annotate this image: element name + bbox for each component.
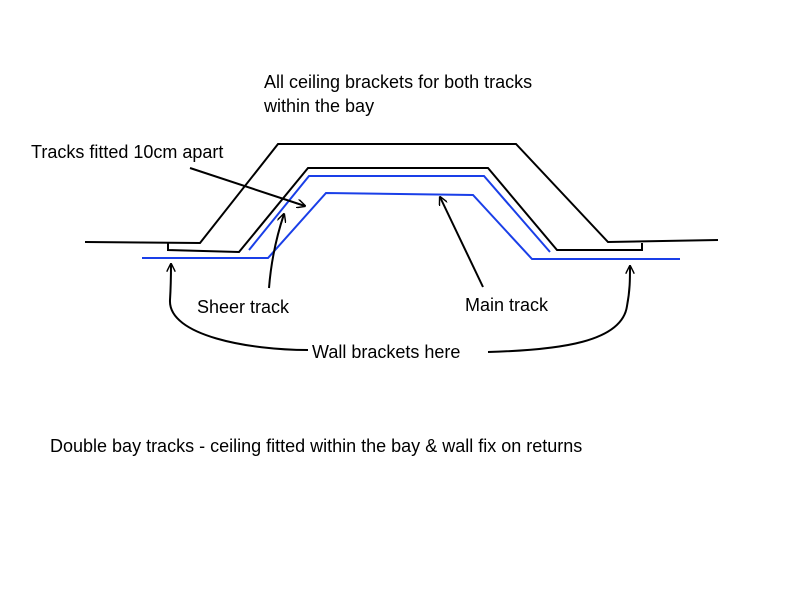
ceiling-brackets-label-line1: All ceiling brackets for both tracks (264, 72, 533, 92)
tracks-apart-arrow (189, 167, 305, 206)
main-track-arrow (440, 197, 484, 288)
tracks-apart-label: Tracks fitted 10cm apart (31, 142, 224, 162)
outer-bay-wall-outline (84, 143, 719, 245)
wall-bracket-right-arrow (487, 266, 630, 353)
inner-ceiling-outline (167, 167, 643, 254)
main-track-label: Main track (465, 295, 549, 315)
wall-bracket-left-arrow (170, 264, 309, 351)
diagram-caption: Double bay tracks - ceiling fitted withi… (50, 436, 583, 456)
main-track-line (142, 191, 680, 260)
sheer-track-arrow (268, 214, 284, 289)
sheer-track-label: Sheer track (197, 297, 290, 317)
wall-brackets-label: Wall brackets here (312, 342, 461, 362)
ceiling-brackets-label: All ceiling brackets for both tracks wit… (264, 70, 532, 118)
ceiling-brackets-label-line2: within the bay (264, 96, 375, 116)
